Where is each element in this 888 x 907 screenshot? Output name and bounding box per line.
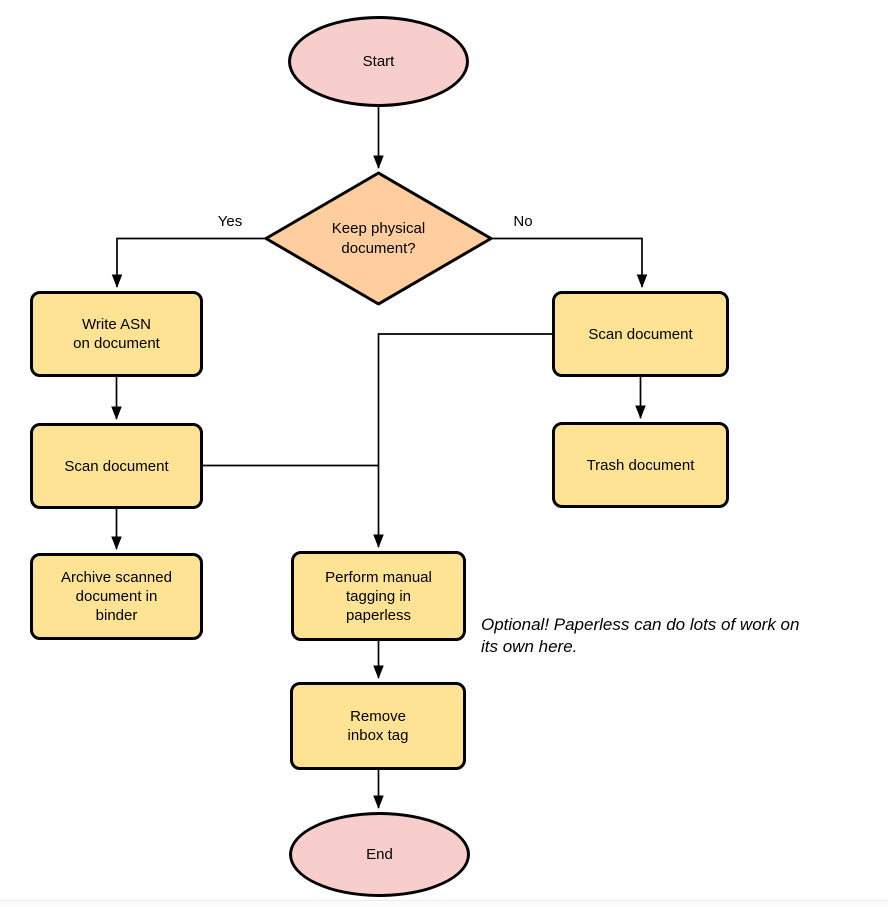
node-scan-right: Scan document: [552, 291, 729, 377]
annotation-optional-text: Optional! Paperless can do lots of work …: [481, 615, 800, 656]
edge-label-no-text: No: [513, 212, 533, 230]
node-end: End: [289, 812, 470, 897]
node-archive: Archive scanned document in binder: [30, 553, 203, 640]
edge-scanright-tagging: [373, 333, 552, 548]
node-scan-right-label: Scan document: [588, 325, 693, 343]
node-start-label: Start: [362, 53, 395, 70]
node-tagging: Perform manual tagging in paperless: [291, 551, 466, 641]
edge-label-yes-text: Yes: [217, 212, 243, 230]
edge-label-no: No: [499, 211, 547, 231]
node-archive-label: Archive scanned document in binder: [61, 569, 172, 624]
node-decision-label: Keep physical document?: [266, 173, 491, 304]
edge-decision-no: [491, 237, 648, 288]
node-trash-label: Trash document: [586, 456, 695, 474]
edge-label-yes: Yes: [205, 211, 255, 231]
node-end-label: End: [366, 846, 393, 863]
page-margin-area: [0, 901, 888, 907]
edge-decision-yes: [111, 237, 266, 288]
node-start: Start: [288, 16, 469, 107]
node-scan-left: Scan document: [30, 423, 203, 509]
node-write-asn: Write ASN on document: [30, 291, 203, 377]
node-tagging-label: Perform manual tagging in paperless: [325, 568, 432, 624]
node-decision-text: Keep physical document?: [331, 219, 426, 257]
node-trash: Trash document: [552, 422, 729, 508]
annotation-optional: Optional! Paperless can do lots of work …: [481, 592, 881, 658]
decision-diamond-shape: [264, 171, 493, 306]
page-divider: [0, 900, 888, 901]
node-remove-inbox: Remove inbox tag: [290, 682, 466, 770]
node-write-asn-label: Write ASN on document: [73, 316, 160, 352]
node-remove-inbox-label: Remove inbox tag: [347, 708, 409, 744]
node-scan-left-label: Scan document: [64, 457, 169, 475]
